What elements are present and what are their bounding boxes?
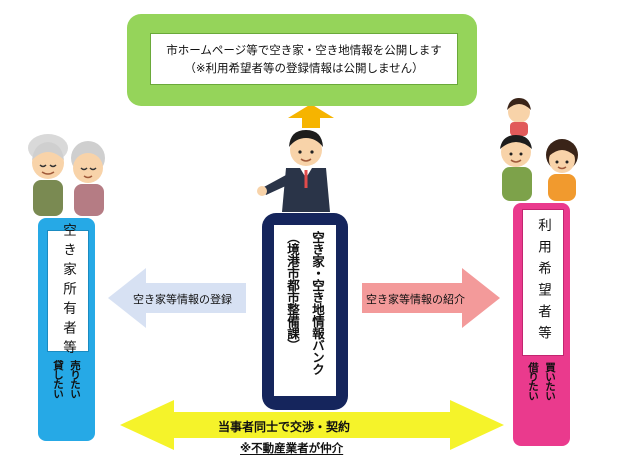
user-actions: 買いたい 借りたい — [523, 362, 561, 422]
up-arrow — [288, 104, 334, 128]
bottom-double-arrow — [120, 400, 504, 450]
bottom-arrow-label: 当事者同士で交渉・契約 — [218, 420, 351, 434]
top-info-panel: 市ホームページ等で空き家・空き地情報を公開します （※利用希望者等の登録情報は公… — [150, 33, 458, 85]
bank-department: （境港市都市整備課） — [285, 231, 300, 351]
owner-label: 空き家所有者等 — [60, 222, 76, 360]
owner-action-sell: 売りたい — [69, 360, 81, 398]
staff-man-icon — [257, 130, 330, 212]
top-info-line1: 市ホームページ等で空き家・空き地情報を公開します — [166, 43, 442, 57]
elderly-couple-icon — [28, 134, 105, 216]
user-action-buy: 買いたい — [544, 362, 556, 400]
broker-note: ※不動産業者が仲介 — [240, 441, 344, 455]
owner-action-lend: 貸したい — [52, 360, 64, 398]
right-arrow-label: 空き家等情報の紹介 — [366, 293, 465, 306]
owner-actions: 売りたい 貸したい — [48, 360, 86, 420]
user-action-rent: 借りたい — [527, 362, 539, 400]
right-arrow — [362, 268, 500, 328]
family-icon — [500, 98, 578, 201]
left-arrow-label: 空き家等情報の登録 — [133, 293, 232, 306]
bank-panel: 空き家・空き地情報バンク （境港市都市整備課） — [274, 225, 336, 396]
bank-name: 空き家・空き地情報バンク — [310, 231, 325, 375]
user-panel: 利用希望者等 — [522, 209, 564, 356]
left-arrow — [108, 268, 246, 328]
user-label: 利用希望者等 — [535, 218, 551, 347]
owner-panel: 空き家所有者等 — [47, 223, 89, 359]
top-info-line2: （※利用希望者等の登録情報は公開しません） — [184, 61, 424, 75]
